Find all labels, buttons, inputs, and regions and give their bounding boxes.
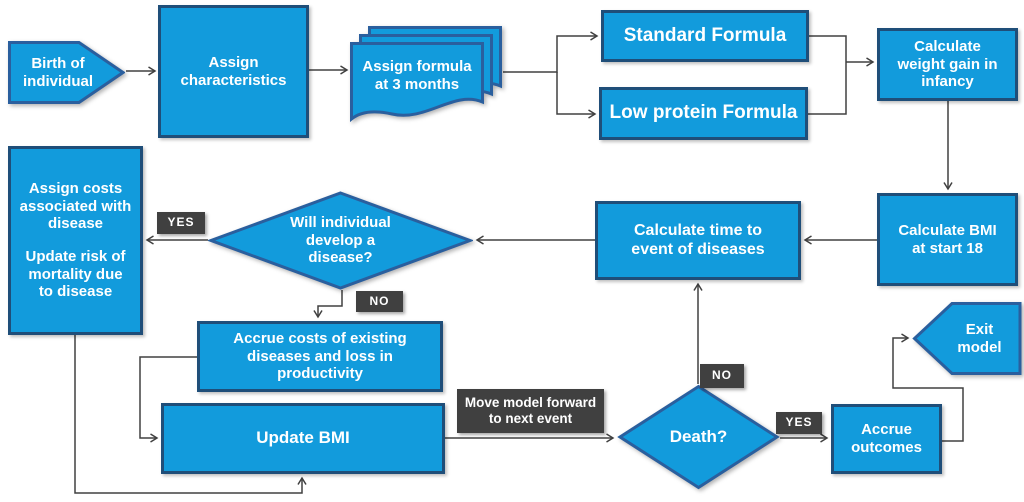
connector-formula-to-standard [503,31,599,73]
node-standard-formula: Standard Formula [601,10,809,62]
node-accrue-outcomes-label: Accrue outcomes [851,421,922,456]
node-calc-bmi: Calculate BMI at start 18 [877,193,1018,286]
node-update-bmi-label: Update BMI [256,428,350,448]
node-low-protein-formula: Low protein Formula [599,87,808,140]
node-death-label: Death? [669,426,728,446]
badge-no-disease: NO [356,291,403,312]
node-calc-bmi-label: Calculate BMI at start 18 [898,221,997,257]
node-calc-time-to-event: Calculate time to event of diseases [595,201,801,280]
node-assign-characteristics-label: Assign characteristics [180,53,287,89]
node-calc-weight-gain: Calculate weight gain in infancy [877,28,1018,101]
node-develop-disease-decision: Will individual develop a disease? [208,191,473,290]
node-accrue-outcomes: Accrue outcomes [831,404,942,474]
connector-formula-to-low-protein [556,72,597,119]
badge-no-death: NO [700,364,744,388]
node-birth-label: Birth of individual [22,54,93,90]
node-assign-costs: Assign costs associated with disease Upd… [8,146,143,335]
node-assign-formula: Assign formula at 3 months [350,26,504,124]
node-calc-time-to-event-label: Calculate time to event of diseases [631,221,765,258]
node-accrue-costs: Accrue costs of existing diseases and lo… [197,321,443,392]
document-front [350,42,484,123]
node-standard-formula-label: Standard Formula [623,24,787,46]
node-low-protein-formula-label: Low protein Formula [609,102,798,124]
node-exit-model-label: Exit model [957,320,1002,356]
node-assign-costs-label-2: Update risk of mortality due to disease [25,248,126,301]
badge-yes-disease: YES [157,212,205,234]
node-exit-model: Exit model [912,302,1022,375]
node-assign-costs-label-1: Assign costs associated with disease [19,179,132,233]
badge-yes-death: YES [776,412,822,434]
connector-formula-merge [808,35,847,115]
node-accrue-costs-label: Accrue costs of existing diseases and lo… [233,329,407,383]
node-death-decision: Death? [617,384,780,490]
node-assign-characteristics: Assign characteristics [158,5,309,138]
node-assign-formula-label: Assign formula at 3 months [362,58,472,93]
node-update-bmi: Update BMI [161,403,445,474]
badge-move-model-forward: Move model forward to next event [457,389,604,433]
node-birth: Birth of individual [8,41,125,104]
node-develop-disease-label: Will individual develop a disease? [290,213,391,267]
connector-disease-no-to-accrue-costs [313,290,343,319]
node-calc-weight-gain-label: Calculate weight gain in infancy [897,37,998,91]
